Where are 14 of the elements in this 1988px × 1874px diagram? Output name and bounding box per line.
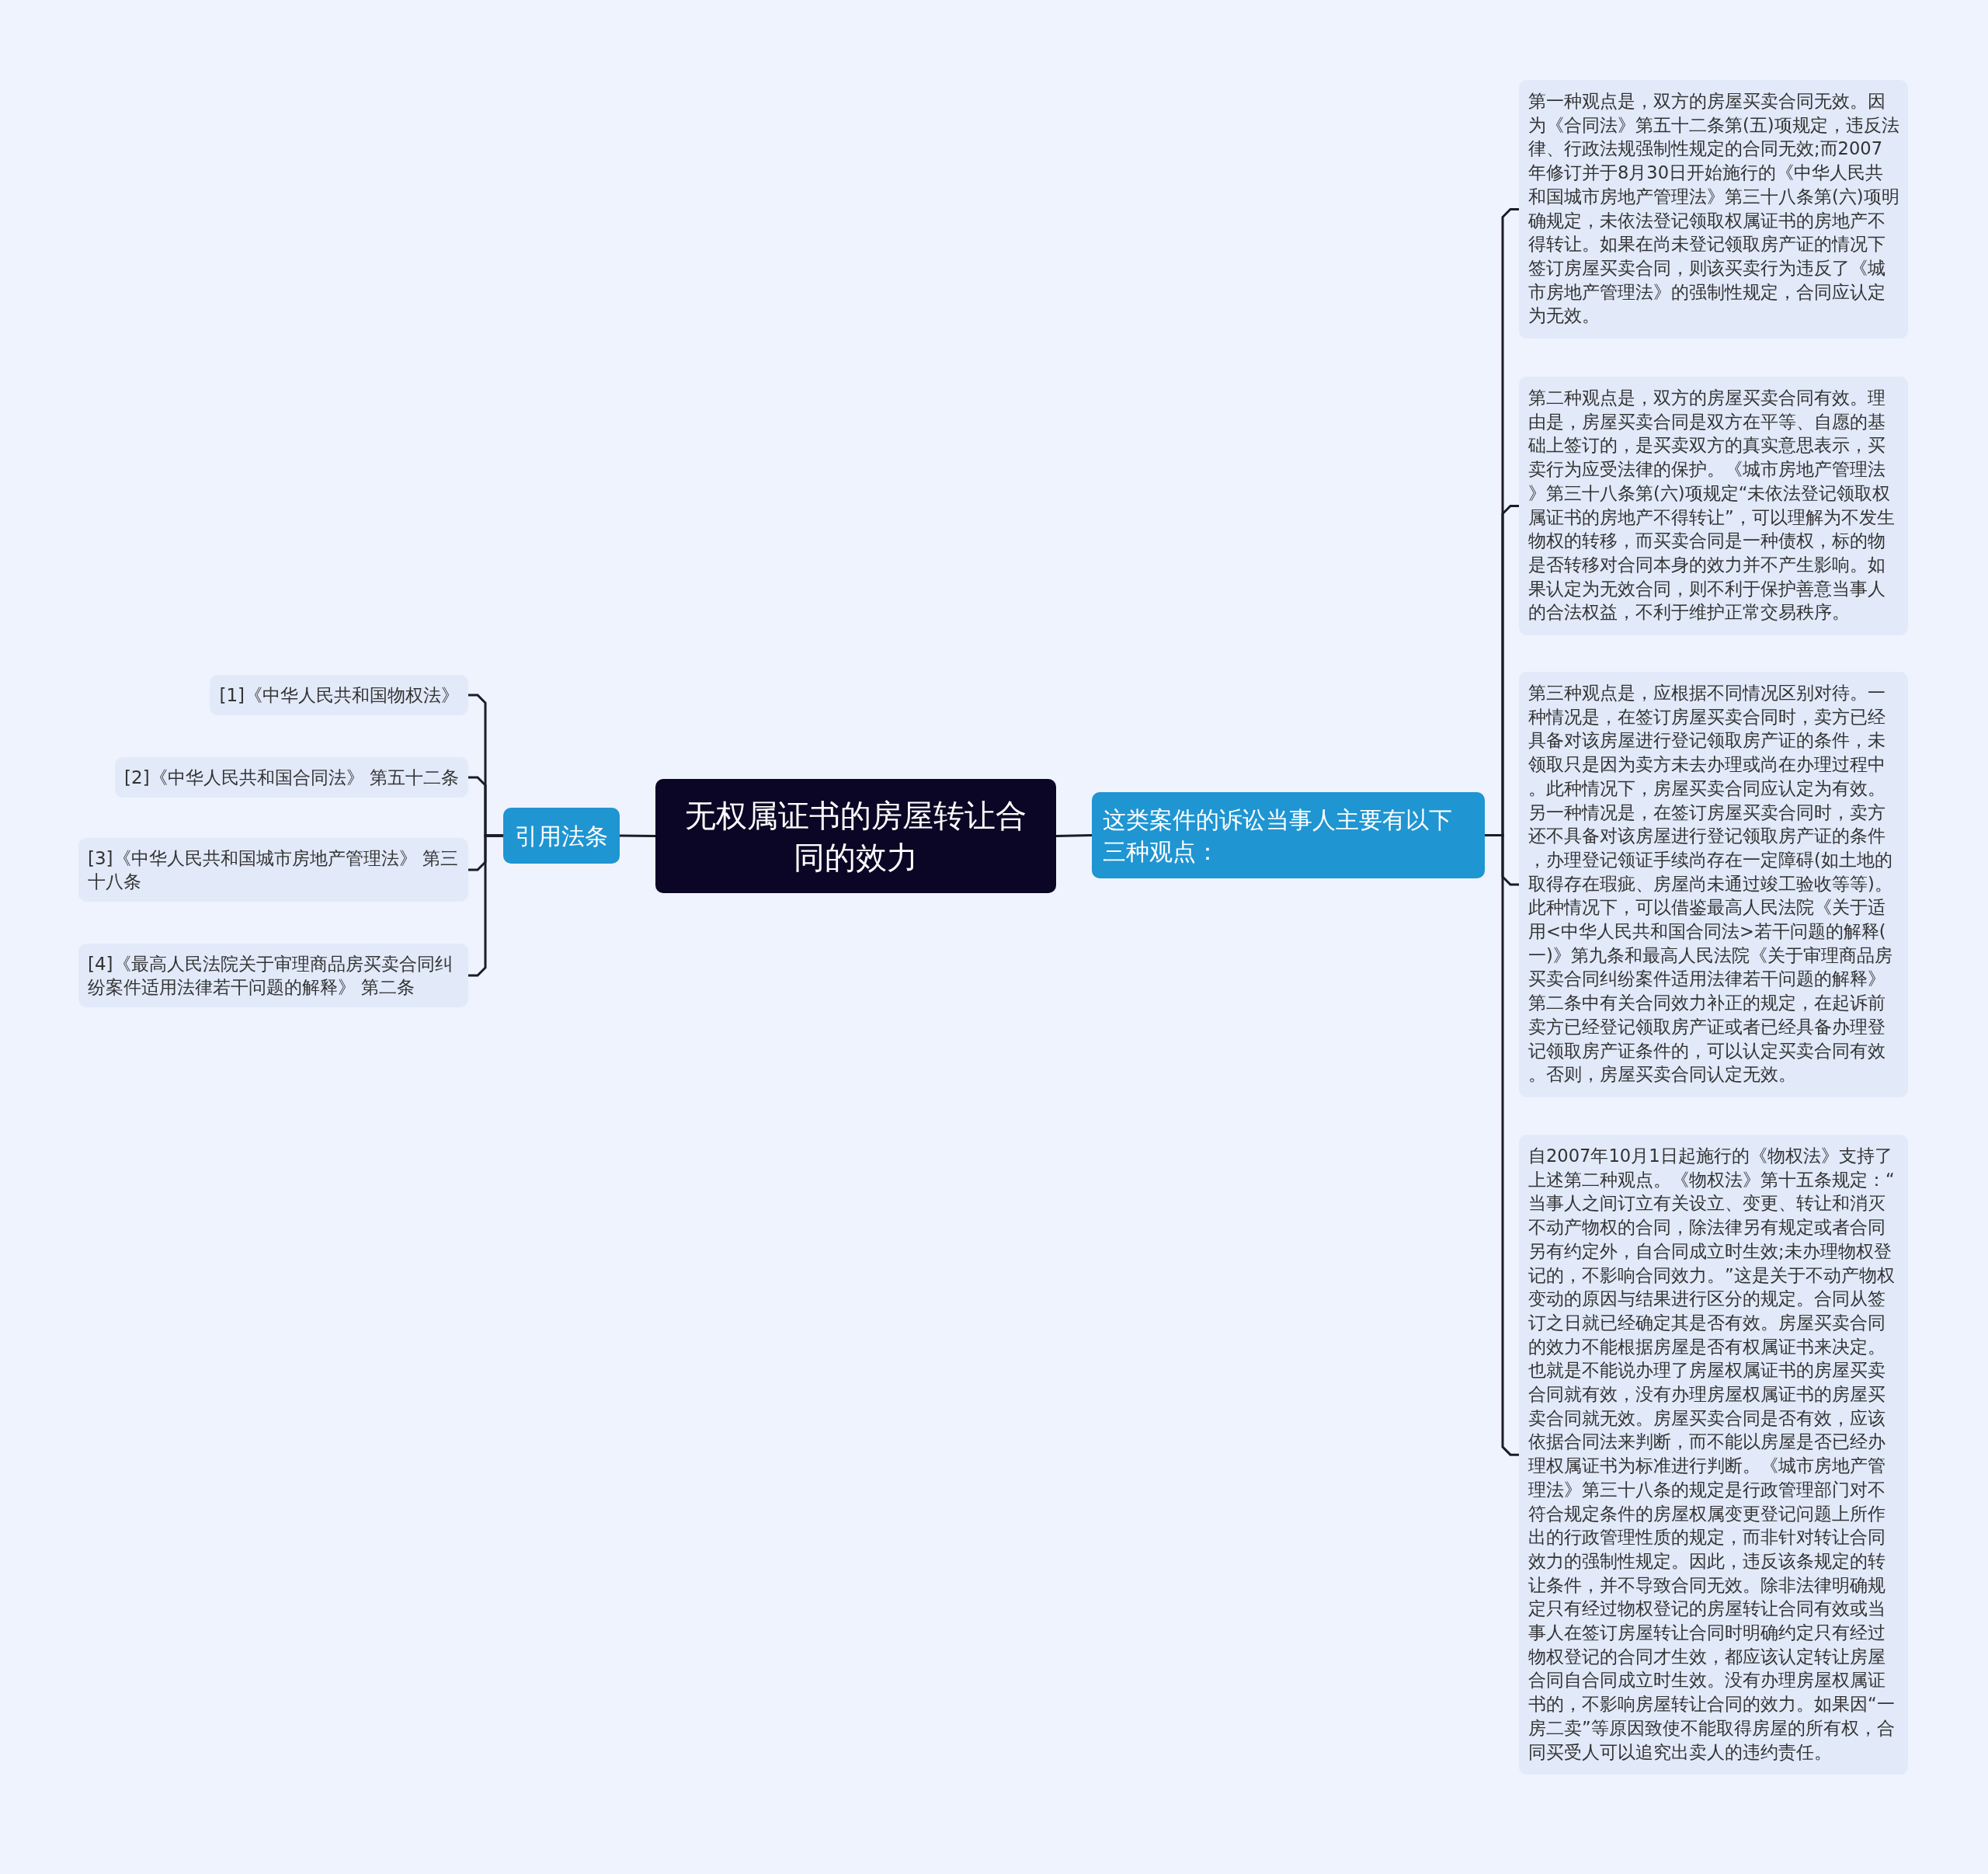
branch-topic: 引用法条 bbox=[503, 808, 620, 864]
viewpoint-card: 第二种观点是，双方的房屋买卖合同有效。理由是，房屋买卖合同是双方在平等、自愿的基础上签订的，是买卖双方的真实意思表示，买卖行为应受法律的保护。《城市房地产管理法》第三十八条第(六)项规定“未依法登记领取权属证书的房地产不得转让”，可以理解为不发生物权的转移，而买卖合同是一种债权，标的物是否转移对合同本身的效力并不产生影响。如果认定为无效合同，则不利于保护善意当事人的合法权益，不利于维护正常交易秩序。 bbox=[1519, 377, 1908, 636]
connector-line bbox=[620, 834, 655, 837]
reference-card: [3]《中华人民共和国城市房地产管理法》 第三十八条 bbox=[78, 838, 468, 902]
reference-card: [2]《中华人民共和国合同法》 第五十二条 bbox=[115, 757, 468, 798]
branch-topic: 这类案件的诉讼当事人主要有以下三种观点： bbox=[1092, 792, 1485, 878]
connector-line bbox=[468, 834, 503, 977]
connector-line bbox=[1055, 834, 1093, 837]
reference-card: [1]《中华人民共和国物权法》 bbox=[210, 675, 468, 715]
viewpoint-card: 自2007年10月1日起施行的《物权法》支持了上述第二种观点。《物权法》第十五条规定：“当事人之间订立有关设立、变更、转让和消灭不动产物权的合同，除法律另有规定或者合同另有约定外，自合同成立时生效;未办理物权登记的，不影响合同效力。”这是关于不动产物权变动的原因与结果进行区分的规定。合同从签订之日就已经确定其是否有效。房屋买卖合同的效力不能根据房屋是否有权属证书来决定。也就是不能说办理了房屋权属证书的房屋买卖合同就有效，没有办理房屋权属证书的房屋买卖合同就无效。房屋买卖合同是否有效，应该依据合同法来判断，而不能以房屋是否已经办理权属证书为标准进行判断。《城市房地产管理法》第三十八条的规定是行政管理部门对不符合规定条件的房屋权属变更登记问题上所作出的行政管理性质的规定，而非针对转让合同效力的强制性规定。因此，违反该条规定的转让条件，并不导致合同无效。除非法律明确规定只有经过物权登记的房屋转让合同有效或当事人在签订房屋转让合同时明确约定只有经过物权登记的合同才生效，都应该认定转让房屋合同自合同成立时生效。没有办理房屋权属证书的，不影响房屋转让合同的效力。如果因“一房二卖”等原因致使不能取得房屋的所有权，合同买受人可以追究出卖人的违约责任。 bbox=[1519, 1135, 1908, 1775]
viewpoint-card: 第三种观点是，应根据不同情况区别对待。一种情况是，在签订房屋买卖合同时，卖方已经具备对该房屋进行登记领取房产证的条件，未领取只是因为卖方未去办理或尚在办理过程中。此种情况下，房屋买卖合同应认定为有效。另一种情况是，在签订房屋买卖合同时，卖方还不具备对该房屋进行登记领取房产证的条件，办理登记领证手续尚存在一定障碍(如土地的取得存在瑕疵、房屋尚未通过竣工验收等等)。此种情况下，可以借鉴最高人民法院《关于适用<中华人民共和国合同法>若干问题的解释(一)》第九条和最高人民法院《关于审理商品房买卖合同纠纷案件适用法律若干问题的解释》第二条中有关合同效力补正的规定，在起诉前卖方已经登记领取房产证或者已经具备办理登记领取房产证条件的，可以认定买卖合同有效。否则，房屋买卖合同认定无效。 bbox=[1519, 672, 1908, 1097]
root-topic: 无权属证书的房屋转让合同的效力 bbox=[655, 779, 1056, 893]
reference-card: [4]《最高人民法院关于审理商品房买卖合同纠纷案件适用法律若干问题的解释》 第二条 bbox=[78, 944, 468, 1007]
viewpoint-card: 第一种观点是，双方的房屋买卖合同无效。因为《合同法》第五十二条第(五)项规定，违反法律、行政法规强制性规定的合同无效;而2007年修订并于8月30日开始施行的《中华人民共和国城市房地产管理法》第三十八条第(六)项明确规定，未依法登记领取权属证书的房地产不得转让。如果在尚未登记领取房产证的情况下签订房屋买卖合同，则该买卖行为违反了《城市房地产管理法》的强制性规定，合同应认定为无效。 bbox=[1519, 80, 1908, 339]
